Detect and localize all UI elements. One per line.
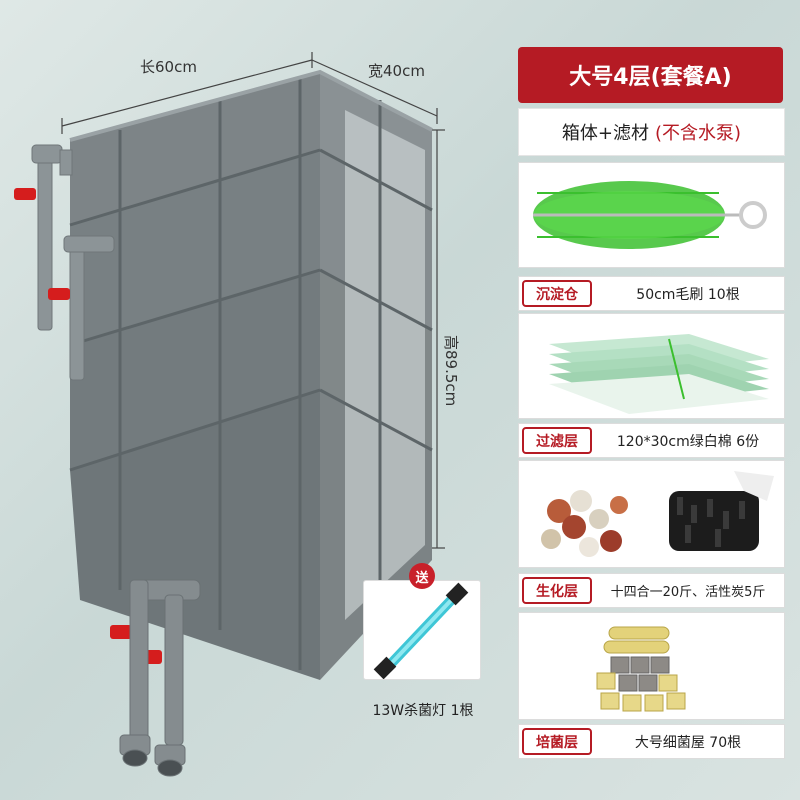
filter-cotton-icon <box>549 334 769 414</box>
item-desc: 50cm毛刷 10根 <box>636 286 740 303</box>
width-label: 宽40cm <box>368 62 425 80</box>
item-desc: 大号细菌屋 70根 <box>634 734 742 751</box>
length-label: 长60cm <box>140 58 197 76</box>
subtitle-note: (不含水泵) <box>655 123 742 144</box>
package-subtitle: 箱体+滤材 (不含水泵) <box>518 108 785 156</box>
package-title: 大号4层(套餐A) <box>518 47 783 103</box>
crate-stack <box>69 69 433 680</box>
item-row-bacteria: 培菌层 大号细菌屋 70根 <box>518 724 785 759</box>
item-desc: 120*30cm绿白棉 6份 <box>616 433 760 450</box>
inlet-pipes <box>31 144 115 381</box>
item-tag: 生化层 <box>522 577 592 604</box>
package-contents: 大号4层(套餐A) 箱体+滤材 (不含水泵) 沉淀仓 50cm毛刷 10根 <box>505 0 800 800</box>
bio-media-icon <box>541 471 774 557</box>
item-tag: 沉淀仓 <box>522 280 592 307</box>
item-desc: 十四合一20斤、活性炭5斤 <box>610 585 766 600</box>
item-tag: 过滤层 <box>522 427 592 454</box>
item-row-bio: 生化层 十四合一20斤、活性炭5斤 <box>518 573 785 608</box>
filter-cotton-image <box>518 313 785 419</box>
gift-caption: 13W杀菌灯 1根 <box>372 703 474 719</box>
subtitle-main: 箱体+滤材 <box>561 123 650 144</box>
outlet-pipes <box>119 579 201 777</box>
bio-media-image <box>518 460 785 568</box>
bacteria-house-image <box>518 612 785 720</box>
stacked-tank-graphic <box>14 52 445 777</box>
item-row-filter: 过滤层 120*30cm绿白棉 6份 <box>518 423 785 458</box>
item-row-sediment: 沉淀仓 50cm毛刷 10根 <box>518 276 785 311</box>
uv-lamp-icon <box>373 582 469 680</box>
gift-badge: 送 <box>409 563 435 589</box>
brush-image <box>518 162 785 268</box>
item-tag: 培菌层 <box>522 728 592 755</box>
bacteria-house-icon <box>596 626 686 712</box>
filter-brush-icon <box>533 181 767 249</box>
height-label: 高89.5cm <box>442 335 460 407</box>
uv-lamp-image <box>363 580 481 680</box>
tank-illustration: 长60cm 宽40cm 高89.5cm 送 13W杀菌灯 1根 <box>14 52 481 777</box>
